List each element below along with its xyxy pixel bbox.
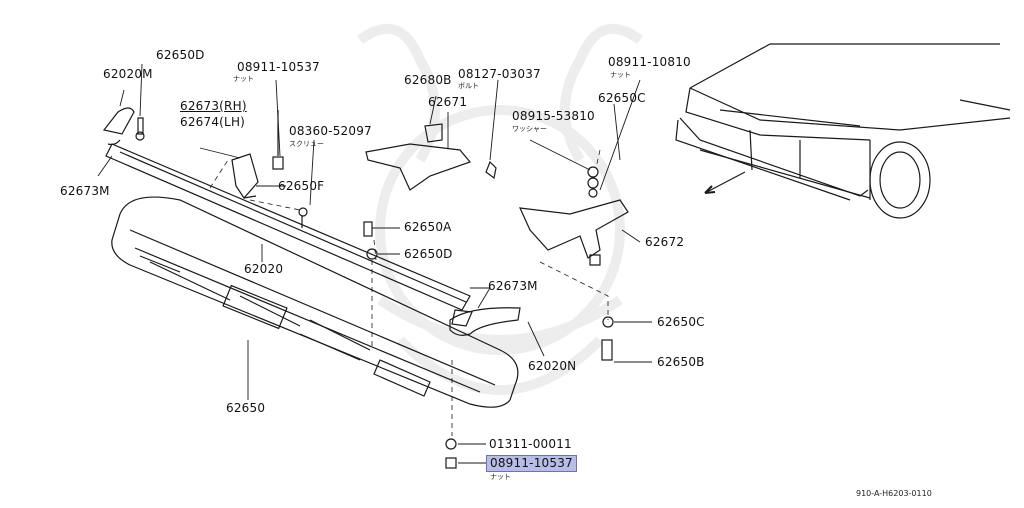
callout-62650f[interactable]: 62650F (278, 179, 325, 193)
callout-08911-10537-bottom-highlighted[interactable]: 08911-10537 (486, 455, 577, 472)
callout-08911-10537-top[interactable]: 08911-10537 (237, 60, 320, 74)
callout-01311-00011[interactable]: 01311-00011 (489, 437, 572, 451)
callout-62650c-bottom[interactable]: 62650C (657, 315, 705, 329)
brackets (231, 123, 629, 266)
callout-note-nut-bottom: ナット (490, 473, 511, 481)
callout-note-nut-right: ナット (610, 71, 631, 79)
watermark-logo (357, 23, 643, 395)
reference-code: 910-A-H6203-0110 (856, 489, 932, 498)
callout-62671[interactable]: 62671 (428, 95, 468, 109)
bumper-reinforcement (105, 143, 471, 311)
callout-08127-03037[interactable]: 08127-03037 (458, 67, 541, 81)
callout-62680b[interactable]: 62680B (404, 73, 452, 87)
callout-62673rh[interactable]: 62673(RH) (180, 99, 247, 113)
vehicle-outline (675, 43, 1011, 219)
callout-08915-53810[interactable]: 08915-53810 (512, 109, 595, 123)
callout-note-bolt: ボルト (458, 82, 479, 90)
callout-62674lh[interactable]: 62674(LH) (180, 115, 246, 129)
callout-62672[interactable]: 62672 (645, 235, 685, 249)
callout-62673m-right[interactable]: 62673M (488, 279, 538, 293)
callout-62650d-top[interactable]: 62650D (156, 48, 205, 62)
callout-62020n[interactable]: 62020N (528, 359, 577, 373)
callout-62020[interactable]: 62020 (244, 262, 284, 276)
callout-note-nut-top: ナット (233, 75, 254, 83)
callout-62673m-left[interactable]: 62673M (60, 184, 110, 198)
leader-lines (97, 63, 652, 464)
callout-62650a[interactable]: 62650A (404, 220, 452, 234)
direction-arrow (704, 171, 746, 194)
callout-62650b[interactable]: 62650B (657, 355, 705, 369)
callout-08911-10810[interactable]: 08911-10810 (608, 55, 691, 69)
callout-note-screw: スクリュー (289, 140, 324, 148)
end-caps (102, 107, 521, 336)
assembly-lines (209, 149, 609, 436)
callout-62650[interactable]: 62650 (226, 401, 266, 415)
callout-note-washer: ワッシャー (512, 125, 547, 133)
callout-62020m[interactable]: 62020M (103, 67, 153, 81)
callout-62650d-mid[interactable]: 62650D (404, 247, 453, 261)
bumper-face (111, 196, 519, 408)
callout-62650c-top[interactable]: 62650C (598, 91, 646, 105)
callout-08360-52097[interactable]: 08360-52097 (289, 124, 372, 138)
